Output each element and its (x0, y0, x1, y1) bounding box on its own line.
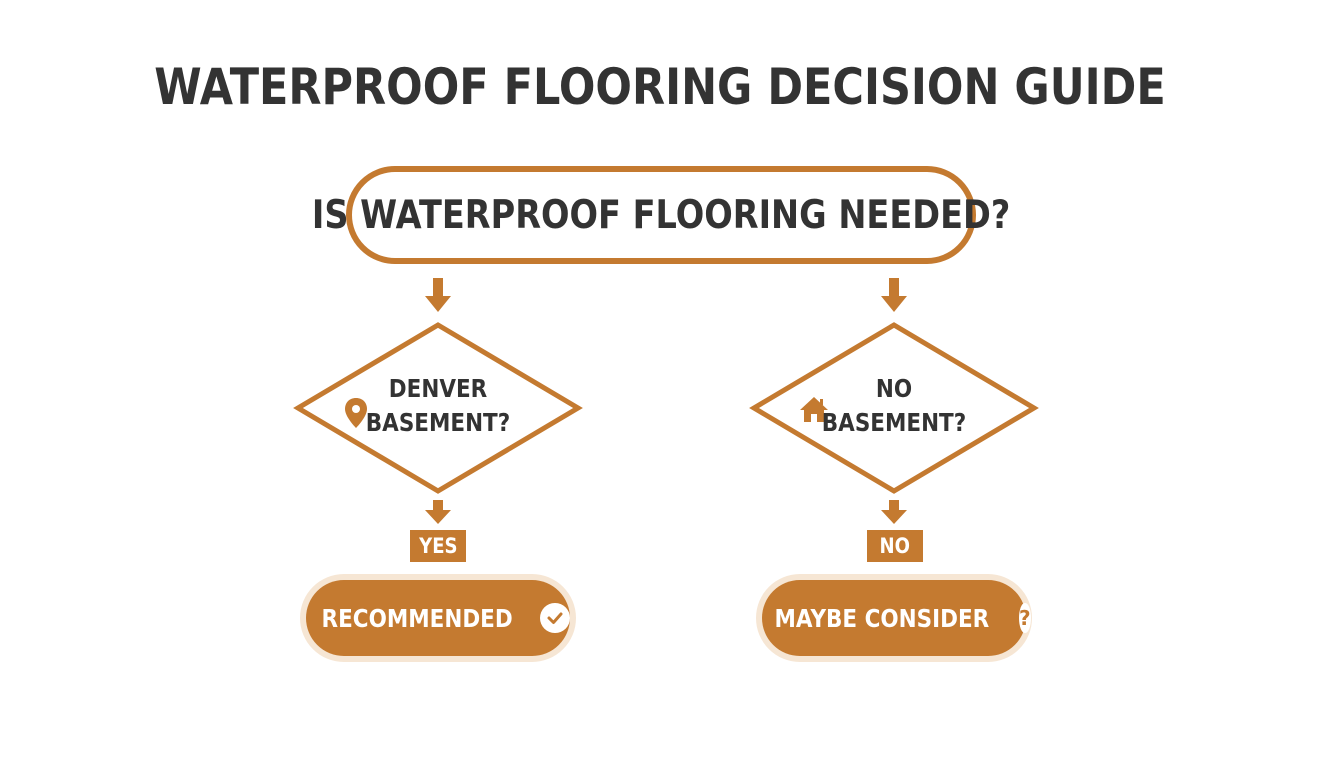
arrow-right-diamond-to-no (881, 500, 907, 524)
decision-label-left: DENVER BASEMENT? (352, 372, 524, 440)
question-node: IS WATERPROOF FLOORING NEEDED? (312, 166, 1010, 264)
arrow-left-diamond-to-yes (425, 500, 451, 524)
decision-left-line2: BASEMENT? (365, 408, 511, 437)
answer-tag-yes: YES (410, 530, 466, 562)
question-text: IS WATERPROOF FLOORING NEEDED? (311, 192, 1011, 238)
result-maybe-consider-label: MAYBE CONSIDER (774, 603, 990, 633)
decision-right-line1: NO (875, 374, 913, 403)
check-circle-icon (540, 603, 570, 633)
house-icon (800, 397, 828, 422)
arrow-question-to-right-diamond (881, 278, 907, 312)
question-circle-icon: ? (1019, 603, 1031, 633)
decision-left-line1: DENVER (388, 374, 488, 403)
decision-label-right: NO BASEMENT? (808, 372, 980, 440)
arrow-question-to-left-diamond (425, 278, 451, 312)
decision-diamond-right (749, 322, 1039, 494)
page-title: WATERPROOF FLOORING DECISION GUIDE (154, 58, 1166, 116)
location-pin-icon (345, 398, 367, 428)
decision-right-line2: BASEMENT? (821, 408, 967, 437)
result-maybe-consider: MAYBE CONSIDER ? (756, 574, 1032, 662)
answer-tag-no-label: NO (879, 534, 911, 558)
answer-tag-yes-label: YES (418, 534, 458, 558)
answer-tag-no: NO (867, 530, 923, 562)
decision-diamond-left (293, 322, 583, 494)
result-recommended: RECOMMENDED (300, 574, 576, 662)
result-recommended-label: RECOMMENDED (321, 603, 513, 633)
result-maybe-consider-pill: MAYBE CONSIDER ? (762, 580, 1031, 656)
result-recommended-pill: RECOMMENDED (306, 580, 570, 656)
